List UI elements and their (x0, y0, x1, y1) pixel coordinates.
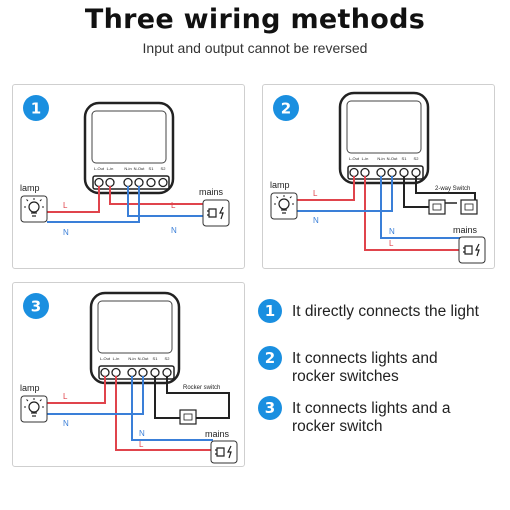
rocker-switch-label: Rocker switch (183, 385, 220, 391)
lamp-icon (20, 395, 48, 423)
neutral-wire-out (47, 186, 140, 223)
switch-wire-s2 (166, 376, 230, 419)
terminal-label: S2 (165, 356, 171, 361)
live-label: L (63, 201, 68, 210)
terminal-label: S2 (161, 166, 167, 171)
terminal-screws (349, 167, 421, 178)
terminal-label: N-Out (138, 356, 150, 361)
legend-text: It directly connects the light (292, 303, 479, 320)
lamp-label: lamp (20, 383, 40, 393)
terminal-label: L-in (113, 356, 120, 361)
module-face (97, 300, 173, 354)
neutral-label: N (313, 216, 319, 225)
legend-text: It connects lights and rocker switches (292, 350, 438, 385)
live-wire-out (297, 176, 355, 201)
terminal-label: N-in (128, 356, 135, 361)
module-face (91, 110, 167, 164)
live-label: L (389, 239, 394, 248)
lamp-label: lamp (270, 180, 290, 190)
diagram-panel-1: 1 L-Out L-in N-in N-Out S1 S2 L L N N la… (12, 84, 245, 269)
live-wire-out (47, 186, 100, 213)
neutral-wire-out (47, 376, 144, 415)
neutral-wire-in (380, 176, 461, 239)
terminal-label: N-in (377, 156, 384, 161)
lamp-icon (20, 195, 48, 223)
terminal-label: S2 (414, 156, 420, 161)
live-label: L (63, 392, 68, 401)
live-wire-in (364, 176, 461, 251)
wiring-diagram-1: 1 L-Out L-in N-in N-Out S1 S2 L L N N la… (20, 95, 230, 237)
wiring-diagram-3: 3 L-Out L-in N-in N-Out S1 S2 Rocker swi… (20, 291, 238, 464)
terminal-label: N-in (124, 166, 131, 171)
terminal-label: S1 (153, 356, 159, 361)
mains-label: mains (453, 225, 478, 235)
terminal-label: L-Out (94, 166, 105, 171)
terminal-label: S1 (402, 156, 408, 161)
module-face (346, 100, 422, 154)
page-title: Three wiring methods (84, 4, 426, 35)
legend-badge: 3 (258, 396, 282, 420)
diagram-number: 3 (31, 298, 41, 316)
legend-text: It connects lights and a rocker switch (292, 400, 451, 435)
diagram-badge-3 (23, 293, 49, 319)
lamp-icon (270, 192, 298, 220)
mains-label: mains (205, 429, 230, 439)
live-wire-out (47, 376, 106, 404)
legend-item-2: 2 It connects lights and rocker switches (258, 346, 462, 386)
live-label: L (313, 189, 318, 198)
diagram-panel-2: 2 L-Out L-in N-in N-Out S1 S2 2-way Swit… (262, 84, 495, 269)
lamp-label: lamp (20, 183, 40, 193)
neutral-label: N (63, 419, 69, 428)
live-wire-in (115, 376, 213, 451)
terminal-label: L-in (362, 156, 369, 161)
mains-plug-icon (210, 440, 238, 464)
legend-item-3: 3 It connects lights and a rocker switch (258, 396, 472, 436)
legend-item-1: 1 It directly connects the light (258, 299, 507, 323)
wiring-diagram-2: 2 L-Out L-in N-in N-Out S1 S2 2-way Swit… (270, 91, 486, 264)
switch-wire-s1 (154, 376, 181, 419)
legend-badge: 2 (258, 346, 282, 370)
two-way-switch-icon (428, 199, 478, 215)
mains-plug-icon (458, 236, 486, 264)
switch-wire-s1 (403, 176, 431, 208)
live-label: L (139, 440, 144, 449)
neutral-label: N (63, 228, 69, 237)
diagram-number: 2 (281, 100, 291, 118)
neutral-wire-in (131, 376, 213, 441)
terminal-label: N-Out (134, 166, 146, 171)
neutral-label: N (389, 227, 395, 236)
neutral-wire-out (297, 176, 393, 212)
two-way-switch-label: 2-way Switch (435, 186, 470, 192)
page-subtitle: Input and output cannot be reversed (142, 40, 368, 56)
mains-plug-icon (202, 199, 230, 227)
terminal-label: S1 (149, 166, 155, 171)
mains-label: mains (199, 187, 224, 197)
diagram-panel-3: 3 L-Out L-in N-in N-Out S1 S2 Rocker swi… (12, 282, 245, 467)
terminal-label: L-in (107, 166, 114, 171)
terminal-label: L-Out (100, 356, 111, 361)
neutral-label: N (139, 429, 145, 438)
live-label: L (171, 201, 176, 210)
terminal-label: N-Out (387, 156, 399, 161)
rocker-switch-icon (179, 409, 197, 425)
legend-badge: 1 (258, 299, 282, 323)
terminal-label: L-Out (349, 156, 360, 161)
diagram-badge-1 (23, 95, 49, 121)
diagram-number: 1 (31, 100, 41, 118)
diagram-badge-2 (273, 95, 299, 121)
neutral-label: N (171, 226, 177, 235)
